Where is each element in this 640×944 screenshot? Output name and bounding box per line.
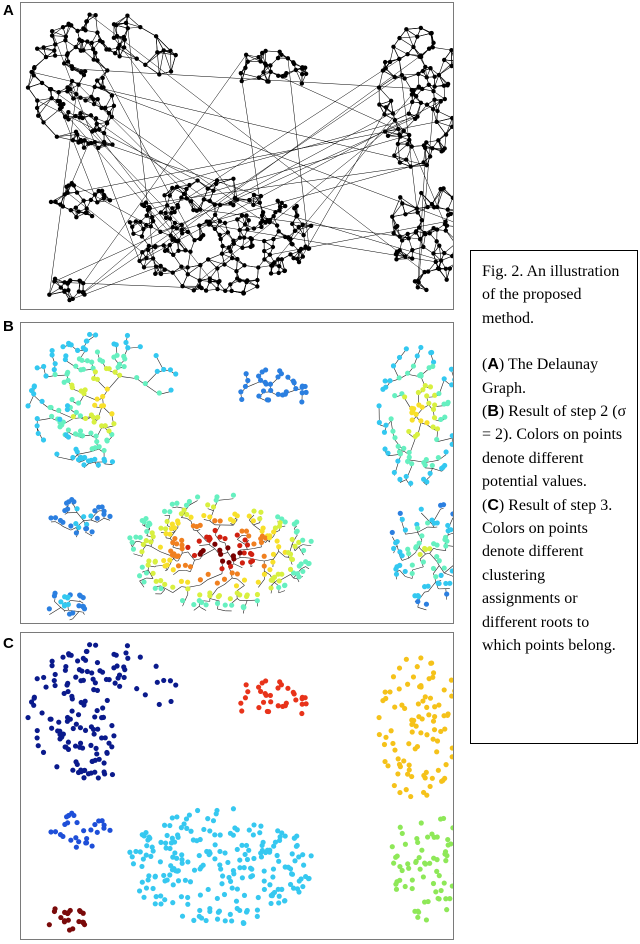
clustering-assignments-plot bbox=[25, 642, 453, 933]
graph-edges bbox=[27, 14, 453, 301]
clustering-assignments-panel bbox=[20, 632, 454, 940]
delaunay-graph-panel bbox=[20, 2, 454, 310]
caption-letter-b: B bbox=[487, 403, 499, 421]
caption-text-c: ) Result of step 3. Colors on points den… bbox=[482, 496, 616, 655]
potential-values-graph bbox=[25, 331, 453, 621]
panel-a-label: A bbox=[3, 2, 14, 19]
potential-values-panel bbox=[20, 322, 454, 624]
caption-item-c: (C) Result of step 3. Colors on points d… bbox=[482, 496, 616, 655]
caption-letter-c: C bbox=[487, 496, 499, 514]
graph-nodes bbox=[25, 12, 453, 303]
caption-text-a: ) The Delaunay Graph. bbox=[482, 356, 599, 397]
panel-c-label: C bbox=[3, 635, 14, 652]
caption-text-b: ) Result of step 2 (σ = 2). Colors on po… bbox=[482, 403, 627, 491]
caption-item-a: (A) The Delaunay Graph. bbox=[482, 356, 599, 397]
figure-caption: Fig. 2. An illustration of the proposed … bbox=[470, 250, 638, 744]
panel-b-label: B bbox=[3, 318, 14, 335]
caption-letter-a: A bbox=[487, 356, 499, 374]
cluster-points bbox=[25, 642, 453, 933]
delaunay-graph bbox=[25, 12, 453, 303]
potential-nodes bbox=[25, 331, 453, 617]
caption-item-b: (B) Result of step 2 (σ = 2). Colors on … bbox=[482, 403, 627, 491]
caption-title: Fig. 2. An illustration of the proposed … bbox=[482, 263, 620, 327]
